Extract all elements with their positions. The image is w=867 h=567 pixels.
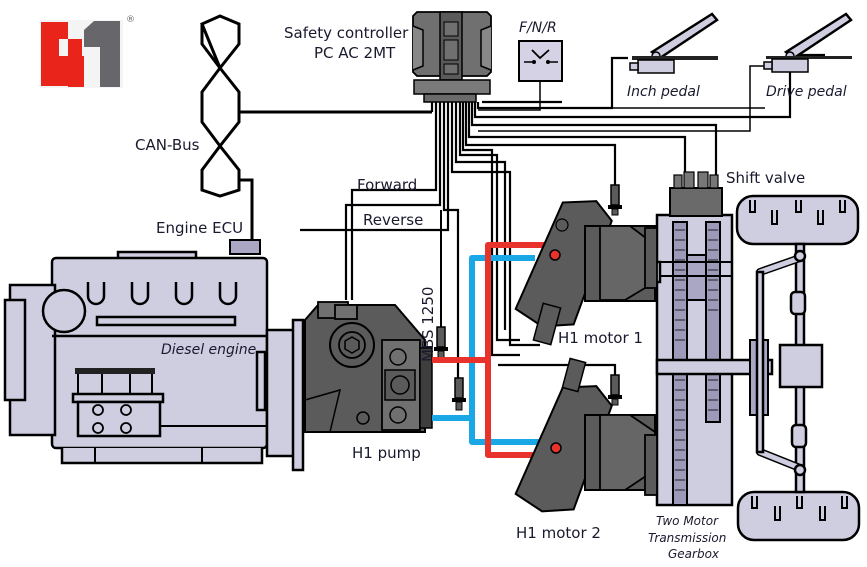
reverse-label: Reverse [363,211,423,229]
front-wheel [735,194,860,246]
gearbox-label-line2: Transmission [648,531,726,545]
safety-controller-model: PC AC 2MT [314,44,396,62]
h1-logo: ® [40,15,135,88]
fnr-switch [478,40,563,111]
speed-sensor-2 [608,374,622,406]
h1-motor-2-label: H1 motor 2 [516,524,601,542]
inch-pedal-label: Inch pedal [627,84,700,100]
shift-valve [669,171,723,217]
drive-pedal-label: Drive pedal [766,84,847,100]
axle-linkage [749,242,824,494]
h1-motor-1 [514,200,656,346]
h1-pump [304,301,433,433]
can-bus-twisted-pair [200,14,432,240]
h1-pump-label: H1 pump [352,444,421,462]
forward-label: Forward [357,176,417,194]
h1-motor-2 [514,357,656,513]
gearbox-label-line1: Two Motor [656,514,719,528]
inch-pedal [629,12,719,74]
safety-controller [412,11,492,103]
engine-ecu [229,239,261,255]
shift-valve-label: Shift valve [726,169,805,187]
mbs-sensor-1 [434,210,448,360]
drive-pedal [478,12,853,132]
engine-ecu-label: Engine ECU [156,219,243,237]
speed-sensor-1 [608,184,622,216]
diesel-engine [3,250,305,472]
diesel-engine-label: Diesel engine [161,342,256,358]
gearbox-label-line3: Gearbox [668,547,720,561]
can-bus-label: CAN-Bus [135,136,200,154]
h1-motor-1-label: H1 motor 1 [558,329,643,347]
fnr-switch-label: F/N/R [519,20,557,36]
mbs-sensor-2 [452,377,466,411]
rear-wheel [736,490,861,542]
safety-controller-label: Safety controller [284,24,409,42]
mbs-label: MBS 1250 [419,287,437,362]
registered-mark: ® [126,15,135,25]
low-pressure-hose [432,255,540,445]
